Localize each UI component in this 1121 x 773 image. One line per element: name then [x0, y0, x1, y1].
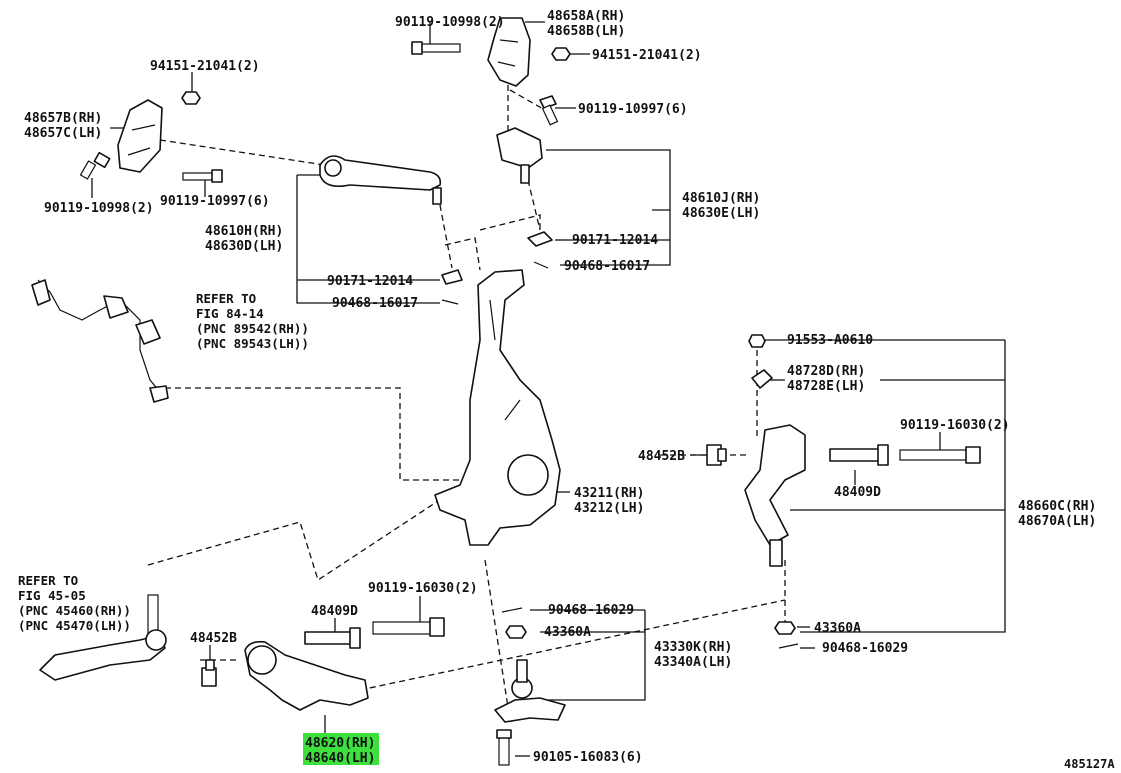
- upper-arm-48610h: [319, 155, 442, 205]
- label-48728d: 48728D(RH): [787, 364, 865, 379]
- label-48452b-left: 48452B: [190, 631, 237, 646]
- label-90119-16030-left: 90119-16030(2): [368, 581, 478, 596]
- label-48610j: 48610J(RH): [682, 191, 760, 206]
- label-90119-10998-left: 90119-10998(2): [44, 201, 154, 216]
- label-48657c: 48657C(LH): [24, 126, 102, 141]
- label-48452b-right: 48452B: [638, 449, 685, 464]
- illustration-id: 485127A: [1064, 757, 1115, 771]
- label-90468-16017-right: 90468-16017: [564, 259, 650, 274]
- label-90468-16029-b: 90468-16029: [822, 641, 908, 656]
- label-48630e: 48630E(LH): [682, 206, 760, 221]
- steering-knuckle-43211: [434, 269, 561, 546]
- bolt-90119-10998-left: [79, 151, 111, 180]
- bracket-48728: [751, 369, 773, 389]
- label-90171-12014-left: 90171-12014: [327, 274, 413, 289]
- upper-arm-48610j: [496, 127, 543, 184]
- label-90119-10997-top: 90119-10997(6): [578, 102, 688, 117]
- label-48657b: 48657B(RH): [24, 111, 102, 126]
- label-48409d-right: 48409D: [834, 485, 881, 500]
- ball-joint-43330k: [494, 659, 566, 723]
- label-94151-left: 94151-21041(2): [150, 59, 260, 74]
- bolt-90119-16030-right: [899, 446, 981, 464]
- lower-arm-48620: [244, 640, 369, 711]
- label-48620: 48620(RH): [305, 736, 375, 751]
- label-48409d-left: 48409D: [311, 604, 358, 619]
- label-90468-16017-left: 90468-16017: [332, 296, 418, 311]
- label-48630d: 48630D(LH): [205, 239, 283, 254]
- abs-sensor-harness: [31, 279, 169, 403]
- bolt-91553: [748, 334, 766, 348]
- assembly-dashed-lines: [147, 55, 786, 721]
- bolt-90119-10997-left: [182, 169, 223, 183]
- nut-43360a-left: [505, 625, 527, 639]
- highlight-48620: [303, 733, 379, 765]
- label-48660c: 48660C(RH): [1018, 499, 1096, 514]
- left-bracket-48657: [117, 99, 163, 173]
- pin-90468-16029-a: [501, 607, 523, 613]
- refer-sensor-line-4: (PNC 89543(LH)): [196, 336, 309, 351]
- nut-94151-left: [181, 91, 201, 105]
- bolt-48409d-right: [829, 444, 889, 466]
- label-90119-10998-top: 90119-10998(2): [395, 15, 505, 30]
- bolt-90105: [496, 729, 512, 766]
- label-91553-a0610: 91553-A0610: [787, 333, 873, 348]
- bolt-90119-10998-top: [411, 41, 461, 55]
- bolt-48409d-left: [304, 627, 361, 649]
- label-48670a: 48670A(LH): [1018, 514, 1096, 529]
- upper-bracket-48658: [487, 17, 531, 87]
- pin-90468-right: [533, 261, 549, 269]
- label-48640: 48640(LH): [305, 751, 375, 766]
- pin-90468-left: [441, 299, 459, 305]
- nut-94151-top: [551, 47, 571, 61]
- refer-tierod-line-1: REFER TO: [18, 573, 78, 588]
- bolt-90119-16030-left: [372, 617, 445, 637]
- refer-tierod-line-3: (PNC 45460(RH)): [18, 603, 131, 618]
- refer-tierod-line-4: (PNC 45470(LH)): [18, 618, 131, 633]
- label-90468-16029-a: 90468-16029: [548, 603, 634, 618]
- bushing-48452b-left: [201, 659, 217, 687]
- pin-90468-16029-b: [778, 643, 799, 649]
- label-94151-top-right: 94151-21041(2): [592, 48, 702, 63]
- label-43211: 43211(RH): [574, 486, 644, 501]
- label-43360a-right: 43360A: [814, 621, 861, 636]
- nut-43360a-right: [774, 621, 796, 635]
- label-43340a: 43340A(LH): [654, 655, 732, 670]
- bolt-90119-10997-top: [539, 95, 559, 126]
- refer-sensor-line-3: (PNC 89542(RH)): [196, 321, 309, 336]
- part-labels: 48658A(RH) 48658B(LH) 90119-10998(2) 941…: [18, 9, 1115, 771]
- label-43360a-left: 43360A: [544, 625, 591, 640]
- label-48728e: 48728E(LH): [787, 379, 865, 394]
- nut-90171-right: [527, 231, 553, 247]
- label-90119-10997-left: 90119-10997(6): [160, 194, 270, 209]
- nut-90171-left: [441, 269, 463, 285]
- refer-sensor-line-2: FIG 84-14: [196, 306, 264, 321]
- label-48658a: 48658A(RH): [547, 9, 625, 24]
- leader-lines: [91, 21, 1006, 757]
- refer-tierod-line-2: FIG 45-05: [18, 588, 86, 603]
- label-90171-12014-right: 90171-12014: [572, 233, 658, 248]
- label-43212: 43212(LH): [574, 501, 644, 516]
- label-48610h: 48610H(RH): [205, 224, 283, 239]
- label-48658b: 48658B(LH): [547, 24, 625, 39]
- label-90105-16083: 90105-16083(6): [533, 750, 643, 765]
- bushing-48452b-right: [706, 444, 727, 466]
- refer-sensor-line-1: REFER TO: [196, 291, 256, 306]
- label-90119-16030-right: 90119-16030(2): [900, 418, 1010, 433]
- label-43330k: 43330K(RH): [654, 640, 732, 655]
- lower-arm-48660c: [744, 424, 806, 567]
- tie-rod-end: [39, 594, 167, 681]
